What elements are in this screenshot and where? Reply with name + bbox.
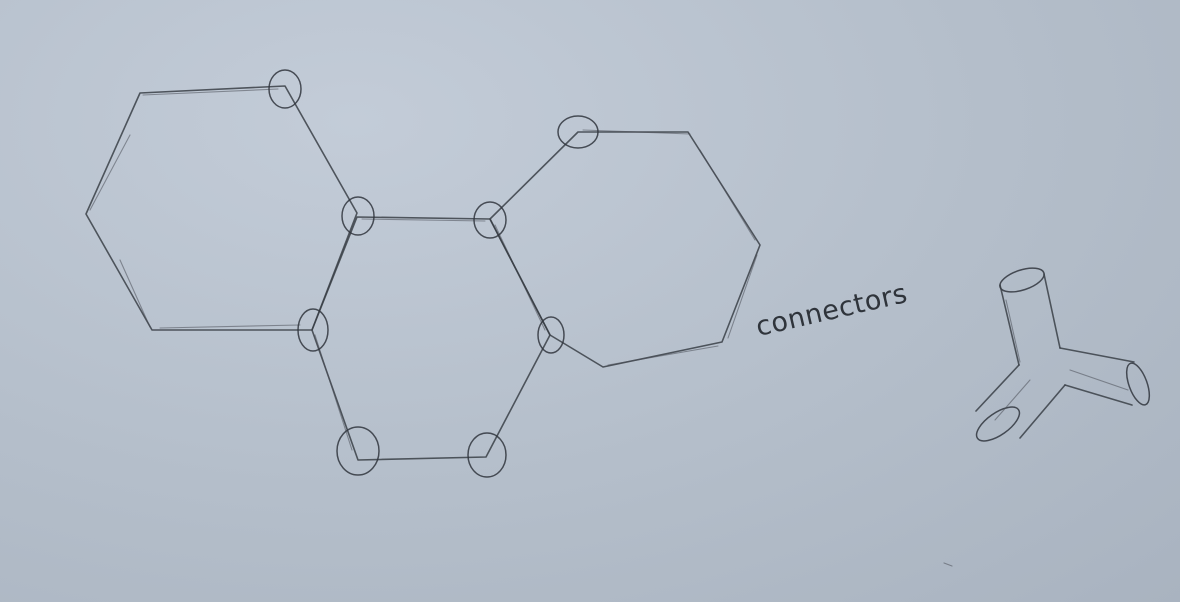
node-bottom-left [336,426,380,476]
node-bottom-right [467,432,507,478]
connector-nodes [268,69,599,478]
node-top-middle-right [473,201,507,239]
stray-mark [943,562,953,567]
node-top-middle-left [341,196,375,236]
node-top-right [557,115,599,149]
node-top-left [268,69,302,109]
node-mid-right [537,316,565,354]
hexagon-left [85,85,358,331]
node-mid-left [297,308,329,352]
hexagon-middle [311,216,551,461]
hexagon-right [489,129,761,368]
y-connector-sketch [975,267,1151,442]
